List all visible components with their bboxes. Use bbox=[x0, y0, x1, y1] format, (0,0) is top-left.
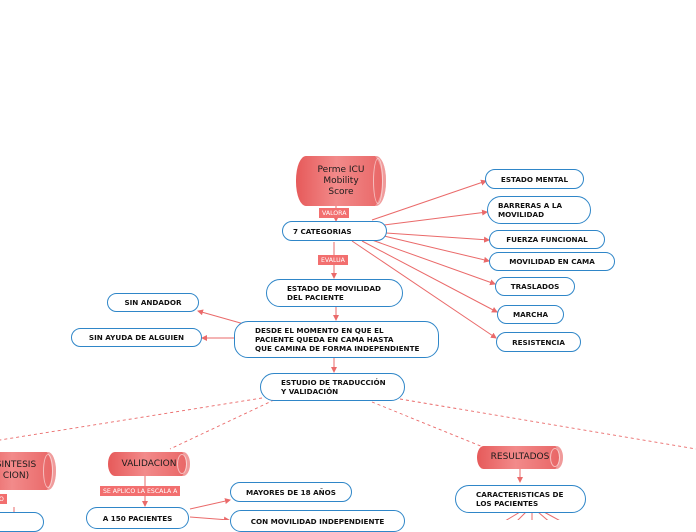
connector bbox=[361, 240, 498, 313]
sin-ayuda-node[interactable]: SIN AYUDA DE ALGUIEN bbox=[71, 328, 202, 347]
category-traslados[interactable]: TRASLADOS bbox=[495, 277, 575, 296]
category-fuerza-funcional[interactable]: FUERZA FUNCIONAL bbox=[489, 230, 605, 249]
category-estado-mental[interactable]: ESTADO MENTAL bbox=[485, 169, 584, 189]
validacion-topic[interactable]: VALIDACION bbox=[108, 452, 190, 476]
con-movilidad-node[interactable]: CON MOVILIDAD INDEPENDIENTE bbox=[230, 510, 405, 532]
category-resistencia[interactable]: RESISTENCIA bbox=[496, 332, 581, 352]
root-topic[interactable]: Perme ICU Mobility Score bbox=[296, 156, 386, 206]
connector bbox=[189, 498, 231, 510]
dashed-connector bbox=[371, 401, 489, 450]
connector bbox=[371, 239, 496, 286]
connector bbox=[505, 511, 521, 520]
sin-andador-node[interactable]: SIN ANDADOR bbox=[107, 293, 199, 312]
connector bbox=[543, 511, 560, 520]
sintesis-topic[interactable]: SINTESIS CION) bbox=[0, 452, 56, 490]
connector bbox=[351, 240, 497, 339]
sintesis-child-node[interactable] bbox=[0, 512, 44, 532]
connector bbox=[197, 309, 245, 325]
estudio-node[interactable]: ESTUDIO DE TRADUCCIÓN Y VALIDACIÓN bbox=[260, 373, 405, 401]
connector bbox=[517, 511, 527, 520]
connector bbox=[383, 235, 490, 263]
left-partial-tag: O bbox=[0, 494, 7, 504]
mayores-18-node[interactable]: MAYORES DE 18 AÑOS bbox=[230, 482, 352, 502]
connector bbox=[385, 232, 490, 243]
dashed-connector bbox=[399, 398, 696, 450]
se-aplico-tag: SE APLICO LA ESCALA A bbox=[100, 486, 181, 496]
valora-tag: VALORA bbox=[319, 208, 350, 218]
caracteristicas-node[interactable]: CARACTERISTICAS DE LOS PACIENTES bbox=[455, 485, 586, 513]
evalua-tag: EVALUA bbox=[318, 255, 348, 265]
dashed-connector bbox=[169, 399, 275, 450]
pacientes-150-node[interactable]: A 150 PACIENTES bbox=[86, 507, 189, 529]
category-marcha[interactable]: MARCHA bbox=[497, 305, 564, 324]
category-barreras[interactable]: BARRERAS A LA MOVILIDAD bbox=[487, 196, 591, 224]
dashed-connector bbox=[0, 397, 263, 441]
connector bbox=[371, 179, 487, 221]
category-movilidad-cama[interactable]: MOVILIDAD EN CAMA bbox=[489, 252, 615, 271]
estado-movilidad-node[interactable]: ESTADO DE MOVILIDAD DEL PACIENTE bbox=[266, 279, 403, 307]
connector-layer bbox=[0, 179, 696, 520]
desde-momento-node[interactable]: DESDE EL MOMENTO EN QUE EL PACIENTE QUED… bbox=[234, 321, 439, 358]
resultados-topic[interactable]: RESULTADOS bbox=[477, 446, 563, 469]
categorias-node[interactable]: 7 CATEGORIAS bbox=[282, 221, 387, 241]
connector bbox=[537, 511, 549, 520]
connector bbox=[383, 209, 488, 226]
